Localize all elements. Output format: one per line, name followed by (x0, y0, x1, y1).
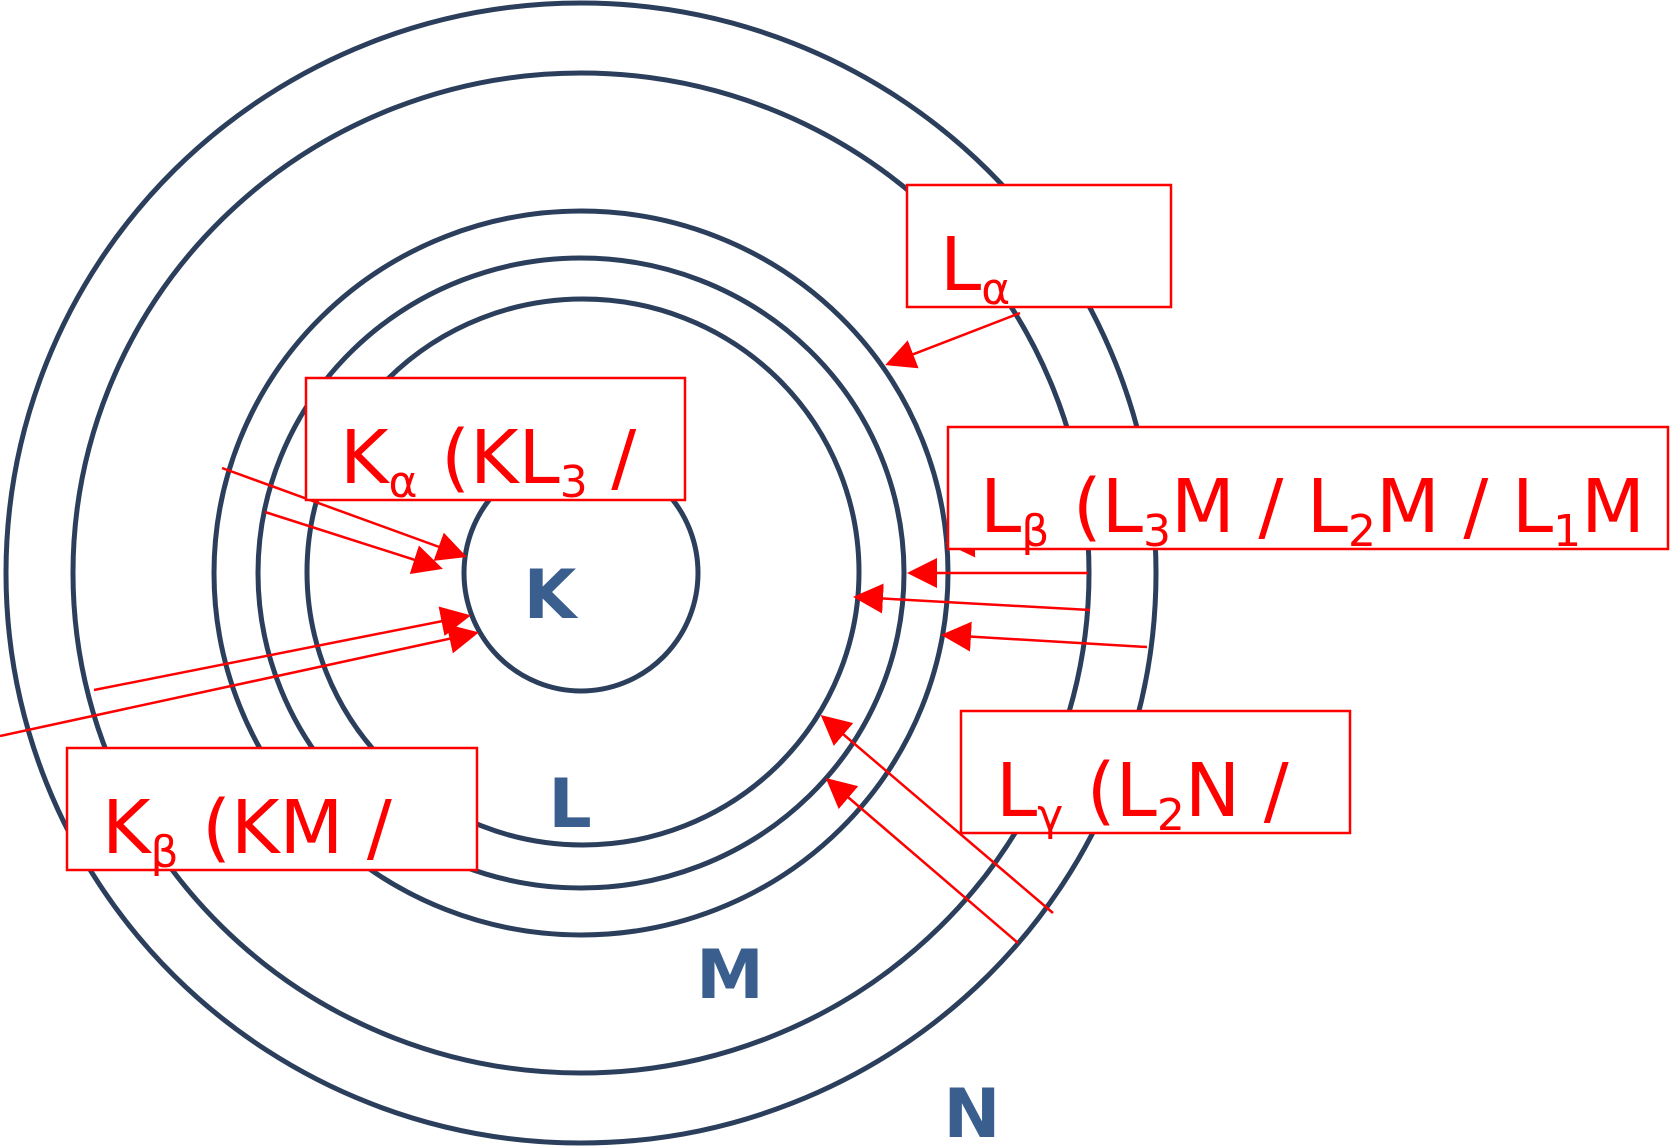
shell-l (304, 296, 862, 848)
label-part: β (151, 827, 179, 878)
label-part: K (102, 785, 153, 871)
label-part: 3 (560, 457, 588, 508)
label-boxes: Lα Kα (KL3 / Lβ (L3M / L2M / L1M Lγ (L2N… (65, 183, 1670, 878)
label-l-beta: Lβ (L3M / L2M / L1M (946, 425, 1670, 557)
label-part: α (389, 457, 418, 508)
label-part: M / L (1376, 464, 1553, 550)
label-l-alpha-text: Lα (940, 222, 1010, 315)
label-k-alpha-text: Kα (KL3 / (340, 415, 636, 508)
label-part: K (340, 415, 391, 501)
label-l-alpha: Lα (905, 183, 1173, 315)
shell-m-inner (255, 255, 907, 891)
label-part: 3 (1143, 506, 1171, 557)
label-part: γ (1037, 790, 1063, 841)
label-part: (L (1049, 464, 1143, 550)
label-part: L (940, 222, 981, 308)
shell-label-n: N (944, 1075, 1001, 1146)
label-part: / (588, 415, 637, 501)
label-part: 2 (1157, 790, 1185, 841)
shell-label-m: M (696, 936, 764, 1015)
label-k-alpha: Kα (KL3 / (304, 376, 687, 508)
label-part: N / (1185, 748, 1289, 834)
label-part: M / L (1171, 464, 1348, 550)
label-k-beta-text: Kβ (KM / (102, 785, 392, 878)
label-part: L (980, 464, 1021, 550)
arrow-k-beta-1 (93, 606, 471, 692)
label-part: (KL (418, 415, 560, 501)
label-l-beta-text: Lβ (L3M / L2M / L1M (980, 464, 1645, 557)
arrow-k-alpha-2 (264, 510, 443, 575)
label-part: M (1581, 464, 1645, 550)
shell-labels: K L M N (524, 556, 1001, 1146)
label-part: 1 (1553, 506, 1581, 557)
arrow-l-alpha (885, 311, 1021, 369)
label-part: β (1021, 506, 1049, 557)
shell-label-l: L (548, 765, 591, 844)
label-l-gamma-text: Lγ (L2N / (996, 748, 1289, 841)
arrow-l-gamma-1 (820, 715, 1054, 914)
label-part: α (981, 264, 1010, 315)
arrow-l-beta-3 (853, 583, 1091, 614)
label-part: (KM / (179, 785, 392, 871)
label-part: (L (1063, 748, 1157, 834)
shell-label-k: K (524, 556, 579, 635)
label-part: 2 (1348, 506, 1376, 557)
arrow-l-gamma-2 (825, 778, 1019, 944)
label-l-gamma: Lγ (L2N / (959, 709, 1352, 841)
arrow-l-beta-4 (941, 621, 1148, 652)
label-k-beta: Kβ (KM / (65, 746, 479, 878)
shell-n-inner (70, 70, 1092, 1076)
arrow-k-beta-2 (0, 624, 479, 738)
arrow-k-alpha-1 (221, 466, 467, 561)
label-part: L (996, 748, 1037, 834)
shell-n-outer (3, 0, 1159, 1146)
